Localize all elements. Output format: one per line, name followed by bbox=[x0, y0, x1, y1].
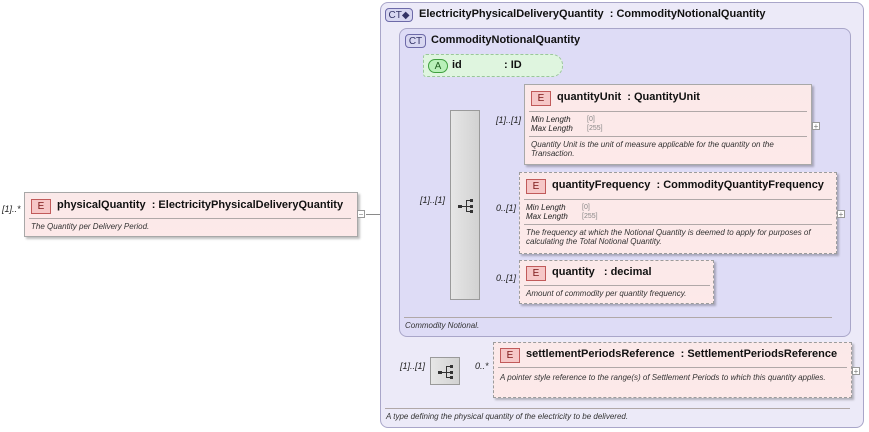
expand-button[interactable]: + bbox=[852, 367, 860, 376]
element-title: quantityFrequency : CommodityQuantityFre… bbox=[552, 179, 824, 191]
facet-value: [0] bbox=[587, 116, 595, 123]
root-element-name: physicalQuantity bbox=[57, 199, 146, 211]
attribute-tag: A bbox=[428, 59, 448, 73]
element-multiplicity: [1]..[1] bbox=[496, 115, 522, 125]
element-name: quantityFrequency bbox=[552, 179, 651, 191]
facet-label: Min Length bbox=[526, 203, 566, 212]
element-tag: E bbox=[500, 348, 520, 363]
divider bbox=[529, 111, 807, 112]
sequence-icon bbox=[438, 365, 453, 379]
facet-label: Max Length bbox=[526, 212, 568, 221]
attribute-type: : ID bbox=[504, 59, 522, 71]
complex-type-tag: CT◆ bbox=[385, 8, 413, 22]
divider bbox=[498, 367, 847, 368]
element-multiplicity: 0..[1] bbox=[496, 273, 517, 283]
element-multiplicity: 0..* bbox=[475, 361, 489, 371]
element-doc: A pointer style reference to the range(s… bbox=[500, 373, 826, 382]
expand-button[interactable]: + bbox=[837, 210, 845, 219]
element-tag: E bbox=[526, 266, 546, 281]
divider bbox=[29, 218, 351, 219]
root-collapse-button[interactable]: − bbox=[357, 210, 365, 219]
expand-button[interactable]: + bbox=[812, 122, 820, 131]
element-type: : SettlementPeriodsReference bbox=[680, 348, 838, 360]
element-tag: E bbox=[526, 179, 546, 194]
inner-type-name: CommodityNotionalQuantity bbox=[431, 34, 581, 46]
facet-value: [255] bbox=[587, 125, 603, 132]
facet-label: Min Length bbox=[531, 115, 571, 124]
root-element-doc: The Quantity per Delivery Period. bbox=[31, 222, 150, 231]
element-type: : decimal bbox=[603, 266, 652, 278]
element-title: settlementPeriodsReference : SettlementP… bbox=[526, 348, 837, 360]
outer-type-name: ElectricityPhysicalDeliveryQuantity bbox=[419, 8, 604, 20]
root-element-title: physicalQuantity : ElectricityPhysicalDe… bbox=[57, 199, 343, 211]
sequence-multiplicity: [1]..[1] bbox=[420, 195, 446, 205]
element-tag: E bbox=[31, 199, 51, 214]
element-title: quantityUnit : QuantityUnit bbox=[557, 91, 700, 103]
outer-type-title: ElectricityPhysicalDeliveryQuantity : Co… bbox=[419, 8, 766, 20]
element-settlement-periods-reference[interactable]: E settlementPeriodsReference : Settlemen… bbox=[493, 342, 852, 398]
element-type: : CommodityQuantityFrequency bbox=[656, 179, 824, 191]
facet-value: [255] bbox=[582, 213, 598, 220]
root-element-type: : ElectricityPhysicalDeliveryQuantity bbox=[151, 199, 344, 211]
element-title: quantity : decimal bbox=[552, 266, 652, 278]
attribute-id[interactable]: A id : ID bbox=[423, 54, 563, 77]
element-quantity[interactable]: E quantity : decimal Amount of commodity… bbox=[519, 260, 714, 304]
element-doc: The frequency at which the Notional Quan… bbox=[526, 228, 811, 246]
facet-label: Max Length bbox=[531, 124, 573, 133]
outer-type-doc: A type defining the physical quantity of… bbox=[386, 412, 629, 421]
element-name: quantity bbox=[552, 266, 595, 278]
divider bbox=[524, 199, 832, 200]
element-name: quantityUnit bbox=[557, 91, 622, 103]
element-name: settlementPeriodsReference bbox=[526, 348, 675, 360]
facet-value: [0] bbox=[582, 204, 590, 211]
divider bbox=[385, 408, 850, 409]
outer-type-base: : CommodityNotionalQuantity bbox=[609, 8, 766, 20]
divider bbox=[529, 136, 807, 137]
element-doc: Amount of commodity per quantity frequen… bbox=[526, 289, 687, 298]
complex-type-tag: CT bbox=[405, 34, 426, 48]
divider bbox=[404, 317, 832, 318]
connector-root bbox=[366, 214, 380, 215]
sequence-multiplicity: [1]..[1] bbox=[400, 361, 426, 371]
element-quantity-frequency[interactable]: E quantityFrequency : CommodityQuantityF… bbox=[519, 172, 837, 254]
sequence-icon bbox=[458, 199, 473, 213]
element-doc: Quantity Unit is the unit of measure app… bbox=[531, 140, 774, 158]
element-quantity-unit[interactable]: E quantityUnit : QuantityUnit Min Length… bbox=[524, 84, 812, 165]
root-multiplicity: [1]..* bbox=[2, 204, 21, 214]
divider bbox=[524, 285, 710, 286]
element-tag: E bbox=[531, 91, 551, 106]
divider bbox=[524, 224, 832, 225]
sequence-compositor[interactable] bbox=[450, 110, 480, 300]
sequence-compositor[interactable] bbox=[430, 357, 460, 385]
element-multiplicity: 0..[1] bbox=[496, 203, 517, 213]
attribute-name: id bbox=[452, 59, 462, 71]
inner-type-doc: Commodity Notional. bbox=[405, 321, 480, 330]
root-element-box[interactable]: E physicalQuantity : ElectricityPhysical… bbox=[24, 192, 358, 237]
element-type: : QuantityUnit bbox=[627, 91, 700, 103]
